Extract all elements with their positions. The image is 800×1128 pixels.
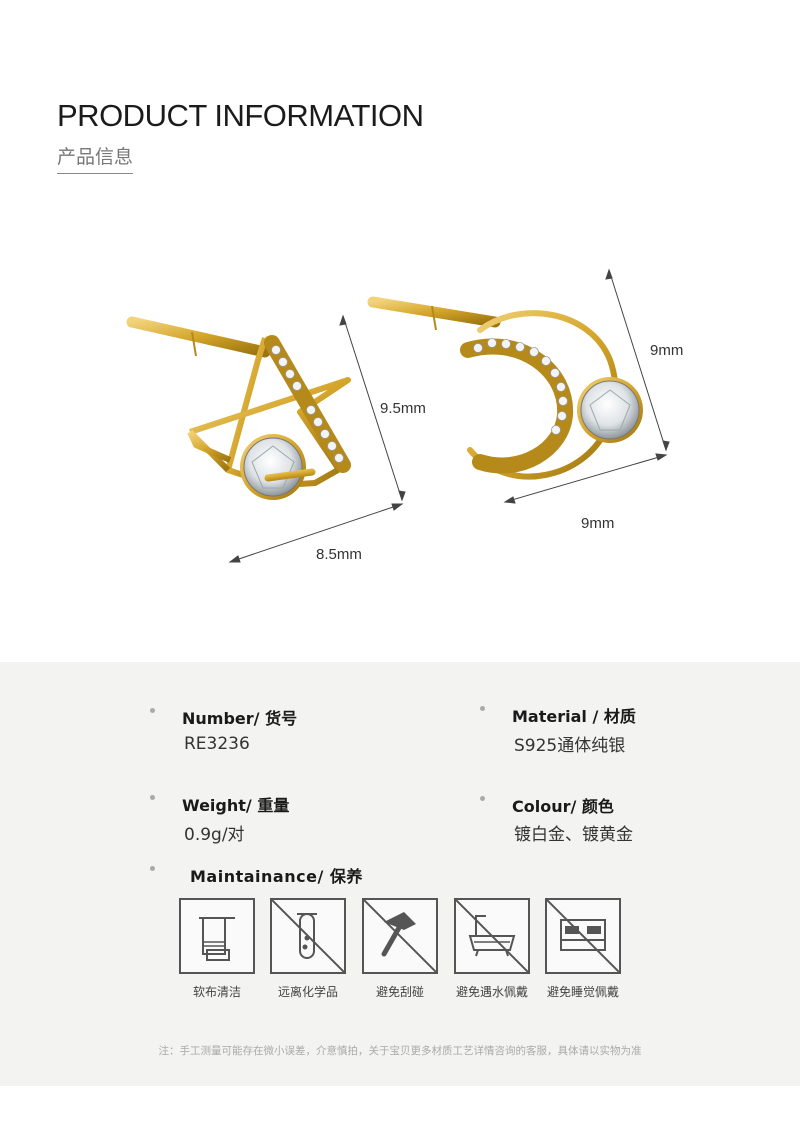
maintenance-caption: 避免刮碰 xyxy=(375,985,424,999)
star-earring xyxy=(126,316,351,500)
maintenance-item-soft-cloth: 软布清洁 xyxy=(179,898,259,1000)
maintenance-label: Maintainance/ 保养 xyxy=(190,867,363,886)
bullet xyxy=(480,796,485,801)
disclaimer-note: 注：手工测量可能存在微小误差，介意慎拍，关于宝贝更多材质工艺详情咨询的客服，具体… xyxy=(158,1045,642,1057)
maintenance-item-sleep: 避免睡觉佩戴 xyxy=(545,898,625,1000)
info-panel xyxy=(0,662,800,1086)
no-bath-icon xyxy=(456,900,528,972)
star-width-label: 8.5mm xyxy=(316,546,362,563)
page-title: PRODUCT INFORMATION xyxy=(57,98,424,133)
no-hammer-icon xyxy=(364,900,436,972)
material-value: S925通体纯银 xyxy=(514,736,626,756)
colour-value: 镀白金、镀黄金 xyxy=(514,825,633,845)
colour-label: Colour/ 颜色 xyxy=(512,797,614,816)
material-label: Material / 材质 xyxy=(512,707,636,726)
page-subtitle: 产品信息 xyxy=(57,142,134,174)
bullet xyxy=(150,708,155,713)
no-chemicals-icon xyxy=(272,900,344,972)
maintenance-caption: 远离化学品 xyxy=(277,985,338,999)
bullet xyxy=(150,795,155,800)
towel-icon xyxy=(199,917,235,961)
maintenance-item-scratch: 避免刮碰 xyxy=(362,898,442,1000)
moon-height-label: 9mm xyxy=(650,342,684,359)
product-image xyxy=(126,268,670,563)
maintenance-caption: 避免睡觉佩戴 xyxy=(546,985,619,999)
number-value: RE3236 xyxy=(184,734,250,754)
number-label: Number/ 货号 xyxy=(182,709,298,728)
bullet xyxy=(150,866,155,871)
star-height-label: 9.5mm xyxy=(380,400,426,417)
weight-value: 0.9g/对 xyxy=(184,825,245,845)
maintenance-item-chemicals: 远离化学品 xyxy=(270,898,350,1000)
moon-earring xyxy=(367,296,643,480)
maintenance-caption: 软布清洁 xyxy=(192,985,241,999)
bullet xyxy=(480,706,485,711)
maintenance-caption: 避免遇水佩戴 xyxy=(455,985,528,999)
maintenance-item-water: 避免遇水佩戴 xyxy=(454,898,534,1000)
moon-width-label: 9mm xyxy=(581,515,615,532)
dimension-lines xyxy=(228,268,670,563)
no-bed-icon xyxy=(547,900,619,972)
weight-label: Weight/ 重量 xyxy=(182,796,290,815)
